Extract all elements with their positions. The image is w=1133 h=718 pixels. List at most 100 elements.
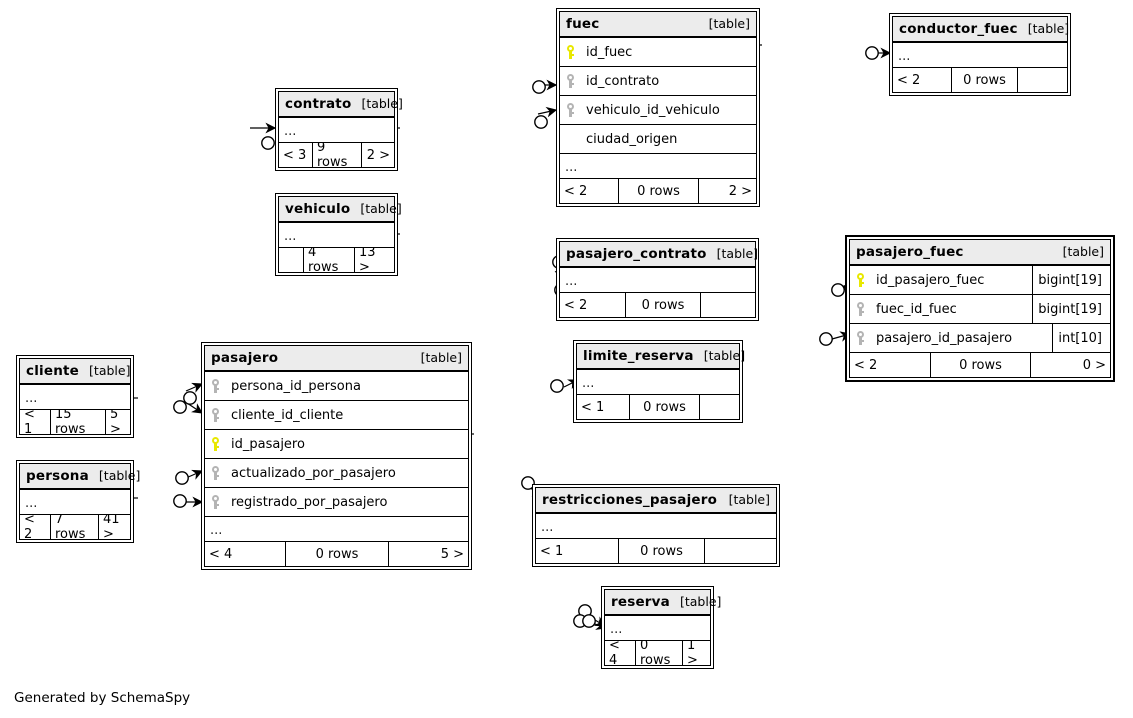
column-row[interactable]: persona_id_persona [205, 372, 468, 401]
foreign-key-icon [566, 103, 582, 118]
table-header: limite_reserva [table] [577, 344, 745, 370]
footer-children[interactable]: 41 > [98, 515, 130, 539]
footer-parents[interactable]: < 4 [609, 641, 620, 665]
column-row[interactable]: vehiculo_id_vehiculo [560, 96, 756, 125]
footer-children[interactable]: 13 > [354, 248, 394, 272]
table-node-cliente[interactable]: cliente [table] ... < 1 15 rows 5 > [16, 355, 134, 438]
column-row[interactable]: id_pasajero_fuec bigint[19] [850, 266, 1110, 295]
generator-credit: Generated by SchemaSpy [14, 690, 191, 706]
table-footer: < 3 9 rows 2 > [279, 143, 394, 167]
footer-children[interactable] [704, 539, 776, 563]
footer-rowcount: 7 rows [50, 515, 98, 539]
columns-ellipsis: ... [20, 385, 130, 410]
primary-key-icon [566, 45, 582, 60]
footer-parents[interactable]: < 3 [283, 147, 307, 163]
column-name: pasajero_id_pasajero [876, 330, 1013, 346]
footer-children[interactable]: 5 > [105, 410, 130, 434]
column-row[interactable]: ciudad_origen [560, 125, 756, 154]
footer-children[interactable]: 1 > [682, 641, 710, 665]
footer-parents[interactable]: < 1 [24, 410, 35, 434]
table-header: pasajero [table] [205, 346, 468, 372]
footer-parents[interactable]: < 1 [581, 399, 605, 415]
primary-key-icon [211, 437, 227, 452]
column-row[interactable]: id_fuec [560, 38, 756, 67]
footer-parents[interactable] [279, 248, 303, 272]
column-name: registrado_por_pasajero [231, 494, 388, 510]
columns-ellipsis: ... [20, 490, 130, 515]
footer-parents[interactable]: < 2 [564, 297, 588, 313]
column-row[interactable]: pasajero_id_pasajero int[10] [850, 324, 1110, 353]
column-name: id_contrato [586, 73, 660, 89]
table-node-vehiculo[interactable]: vehiculo [table] ... 4 rows 13 > [275, 193, 402, 276]
table-node-reserva[interactable]: reserva [table] ... < 4 0 rows 1 > [601, 586, 721, 669]
table-header: cliente [table] [20, 359, 130, 385]
footer-children[interactable]: 2 > [698, 179, 756, 203]
column-name: cliente_id_cliente [231, 407, 344, 423]
table-footer: < 2 7 rows 41 > [20, 515, 130, 539]
table-node-contrato[interactable]: contrato [table] ... < 3 9 rows 2 > [275, 88, 403, 171]
footer-children[interactable]: 5 > [388, 542, 468, 566]
table-node-conductor-fuec[interactable]: conductor_fuec [table] ... < 2 0 rows [889, 13, 1071, 96]
footer-children[interactable] [699, 395, 739, 419]
table-node-pasajero-contrato[interactable]: pasajero_contrato [table] ... < 2 0 rows [556, 238, 759, 321]
column-row[interactable]: cliente_id_cliente [205, 401, 468, 430]
table-header: restricciones_pasajero [table] [536, 488, 776, 514]
column-name: id_pasajero [231, 436, 305, 452]
table-header: fuec [table] [560, 12, 756, 38]
table-title: persona [26, 467, 89, 484]
table-footer: < 2 0 rows [560, 293, 755, 317]
column-name: vehiculo_id_vehiculo [586, 102, 720, 118]
column-name: fuec_id_fuec [876, 301, 957, 317]
footer-children[interactable]: 2 > [361, 143, 394, 167]
columns-ellipsis: ... [205, 517, 468, 542]
table-node-fuec[interactable]: fuec [table] id_fuec id_contrato vehicul… [556, 8, 760, 207]
footer-rowcount: 0 rows [629, 395, 699, 419]
table-title: pasajero_contrato [566, 245, 707, 262]
footer-parents[interactable]: < 4 [209, 546, 233, 562]
foreign-key-icon [211, 495, 227, 510]
footer-parents[interactable]: < 2 [897, 72, 921, 88]
table-title: contrato [285, 95, 352, 112]
footer-parents[interactable]: < 1 [540, 543, 564, 559]
table-tag: [table] [420, 350, 462, 365]
columns-ellipsis: ... [577, 370, 739, 395]
table-node-limite-reserva[interactable]: limite_reserva [table] ... < 1 0 rows [573, 340, 745, 423]
table-title: fuec [566, 15, 600, 32]
footer-parents[interactable]: < 2 [854, 357, 878, 373]
table-tag: [table] [1062, 244, 1104, 259]
column-row[interactable]: actualizado_por_pasajero [205, 459, 468, 488]
column-row[interactable]: registrado_por_pasajero [205, 488, 468, 517]
table-title: cliente [26, 362, 80, 379]
column-name: actualizado_por_pasajero [231, 465, 396, 481]
table-tag: [table] [703, 348, 746, 363]
table-node-persona[interactable]: persona [table] ... < 2 7 rows 41 > [16, 460, 140, 543]
table-title: limite_reserva [583, 347, 694, 364]
table-tag: [table] [716, 246, 759, 261]
table-node-pasajero[interactable]: pasajero [table] persona_id_persona clie… [201, 342, 472, 570]
table-header: pasajero_contrato [table] [560, 242, 759, 268]
footer-rowcount: 9 rows [312, 143, 361, 167]
footer-rowcount: 0 rows [635, 641, 682, 665]
table-header: pasajero_fuec [table] [850, 240, 1110, 266]
table-title: conductor_fuec [899, 20, 1018, 37]
column-row[interactable]: id_pasajero [205, 430, 468, 459]
column-row[interactable]: id_contrato [560, 67, 756, 96]
footer-children[interactable] [700, 293, 755, 317]
table-node-restricciones-pasajero[interactable]: restricciones_pasajero [table] ... < 1 0… [532, 484, 780, 567]
table-tag: [table] [89, 363, 131, 378]
footer-rowcount: 0 rows [285, 542, 388, 566]
column-name: persona_id_persona [231, 378, 361, 394]
table-footer: 4 rows 13 > [279, 248, 394, 272]
footer-children[interactable]: 0 > [1030, 353, 1110, 377]
table-tag: [table] [728, 492, 770, 507]
column-row[interactable]: fuec_id_fuec bigint[19] [850, 295, 1110, 324]
footer-children[interactable] [1017, 68, 1067, 92]
foreign-key-icon [856, 331, 872, 346]
table-title: vehiculo [285, 200, 351, 217]
footer-parents[interactable]: < 2 [564, 183, 588, 199]
table-header: conductor_fuec [table] [893, 17, 1069, 43]
table-node-pasajero-fuec[interactable]: pasajero_fuec [table] id_pasajero_fuec b… [845, 235, 1115, 382]
footer-parents[interactable]: < 2 [24, 515, 35, 539]
table-title: reserva [611, 593, 670, 610]
